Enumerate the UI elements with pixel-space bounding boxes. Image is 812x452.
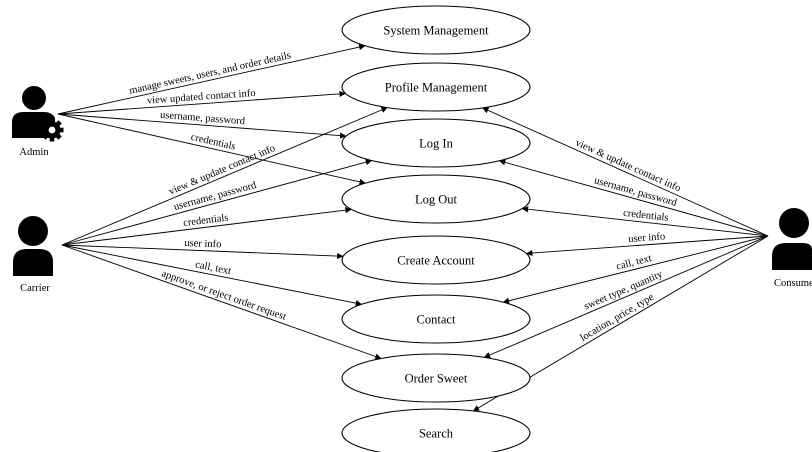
association-label: manage sweets, users, and order details bbox=[128, 50, 292, 97]
use-case-label: Log Out bbox=[415, 193, 458, 207]
association-arrow bbox=[57, 113, 366, 185]
carrier-person-icon bbox=[13, 216, 53, 276]
use-case-label: System Management bbox=[383, 24, 489, 38]
use-case-label: Contact bbox=[417, 313, 456, 327]
association-label: user info bbox=[184, 238, 221, 250]
association-arrow bbox=[57, 43, 366, 115]
association-carrier-create-account: user info bbox=[61, 238, 344, 260]
actor-carrier: Carrier bbox=[13, 216, 53, 294]
use-case-label: Order Sweet bbox=[405, 372, 468, 386]
association-arrow bbox=[483, 235, 769, 358]
association-arrow bbox=[502, 235, 769, 304]
association-label: credentials bbox=[623, 208, 669, 224]
actor-label-consumer: Consumer bbox=[774, 278, 812, 289]
use-case-create-account: Create Account bbox=[341, 235, 531, 285]
use-case-label: Search bbox=[419, 427, 454, 441]
association-arrow bbox=[61, 244, 382, 360]
use-case-ellipse bbox=[341, 174, 531, 224]
use-case-ellipse bbox=[341, 118, 531, 168]
association-arrow bbox=[482, 107, 769, 237]
use-case-log-out: Log Out bbox=[341, 174, 531, 224]
use-case-contact: Contact bbox=[341, 294, 531, 344]
use-case-ellipse bbox=[341, 235, 531, 285]
use-case-ellipse bbox=[341, 62, 531, 112]
association-label: credentials bbox=[183, 213, 229, 229]
use-case-log-in: Log In bbox=[341, 118, 531, 168]
association-admin-profile-management: view updated contact info bbox=[57, 88, 346, 115]
use-case-profile-management: Profile Management bbox=[341, 62, 531, 112]
association-label: credentials bbox=[190, 132, 237, 153]
association-carrier-order-sweet: approve, or reject order request bbox=[61, 244, 382, 360]
association-arrow bbox=[61, 244, 344, 260]
association-arrow bbox=[526, 235, 769, 257]
association-carrier-log-out: credentials bbox=[61, 207, 352, 246]
consumer-person-icon bbox=[772, 208, 812, 270]
association-admin-log-in: username, password bbox=[57, 110, 347, 139]
association-label: sweet type, quantity bbox=[583, 269, 665, 313]
association-carrier-profile-management: view & update contact info bbox=[61, 106, 388, 246]
use-case-ellipse bbox=[341, 5, 531, 55]
association-consumer-create-account: user info bbox=[526, 231, 769, 257]
use-case-ellipse bbox=[341, 408, 531, 452]
association-arrow bbox=[521, 206, 769, 237]
use-case-label: Profile Management bbox=[385, 81, 488, 95]
association-arrow bbox=[499, 159, 769, 237]
actor-label-carrier: Carrier bbox=[20, 283, 50, 294]
association-arrow bbox=[57, 90, 346, 115]
association-carrier-contact: call, text bbox=[61, 244, 363, 307]
association-arrow bbox=[57, 113, 347, 139]
association-arrow bbox=[61, 207, 352, 246]
admin-icon bbox=[12, 86, 64, 142]
use-case-order-sweet: Order Sweet bbox=[341, 353, 531, 403]
actor-consumer: Consumer bbox=[772, 208, 812, 289]
association-admin-system-management: manage sweets, users, and order details bbox=[57, 43, 366, 115]
association-arrow bbox=[61, 244, 363, 307]
use-case-ellipse bbox=[341, 353, 531, 403]
use-case-label: Log In bbox=[419, 137, 453, 151]
association-arrow bbox=[61, 106, 388, 246]
use-case-search: Search bbox=[341, 408, 531, 452]
use-case-system-management: System Management bbox=[341, 5, 531, 55]
use-case-ellipse bbox=[341, 294, 531, 344]
actor-admin: Admin bbox=[12, 86, 64, 158]
use-case-label: Create Account bbox=[397, 254, 475, 268]
association-arrow bbox=[61, 159, 373, 246]
actor-label-admin: Admin bbox=[19, 147, 49, 158]
association-consumer-log-out: credentials bbox=[521, 206, 769, 237]
association-label: user info bbox=[628, 231, 666, 245]
gear-icon bbox=[40, 118, 64, 142]
